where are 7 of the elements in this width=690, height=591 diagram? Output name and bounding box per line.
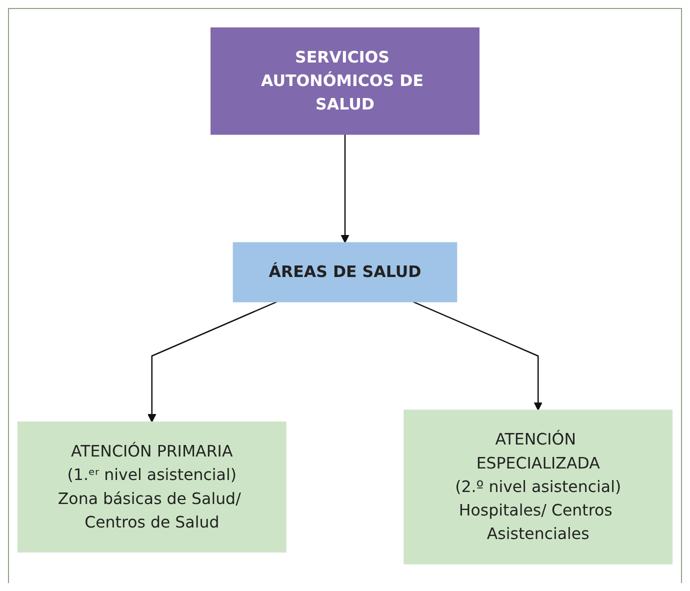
- node-box: ATENCIÓN PRIMARIA (1.ᵉʳ nivel asistencial) Zona básicas de Salud/ Centros de Salud: [17, 421, 286, 552]
- node-box: ATENCIÓN ESPECIALIZADA (2.º nivel asistencial) Hospitales/ Centros Asistenciales: [404, 409, 673, 564]
- arrow: [412, 300, 542, 410]
- arrow: [340, 134, 350, 243]
- arrow: [148, 300, 278, 422]
- node-box: SERVICIOS AUTONÓMICOS DE SALUD: [210, 27, 480, 134]
- node-box: ÁREAS DE SALUD: [232, 242, 458, 302]
